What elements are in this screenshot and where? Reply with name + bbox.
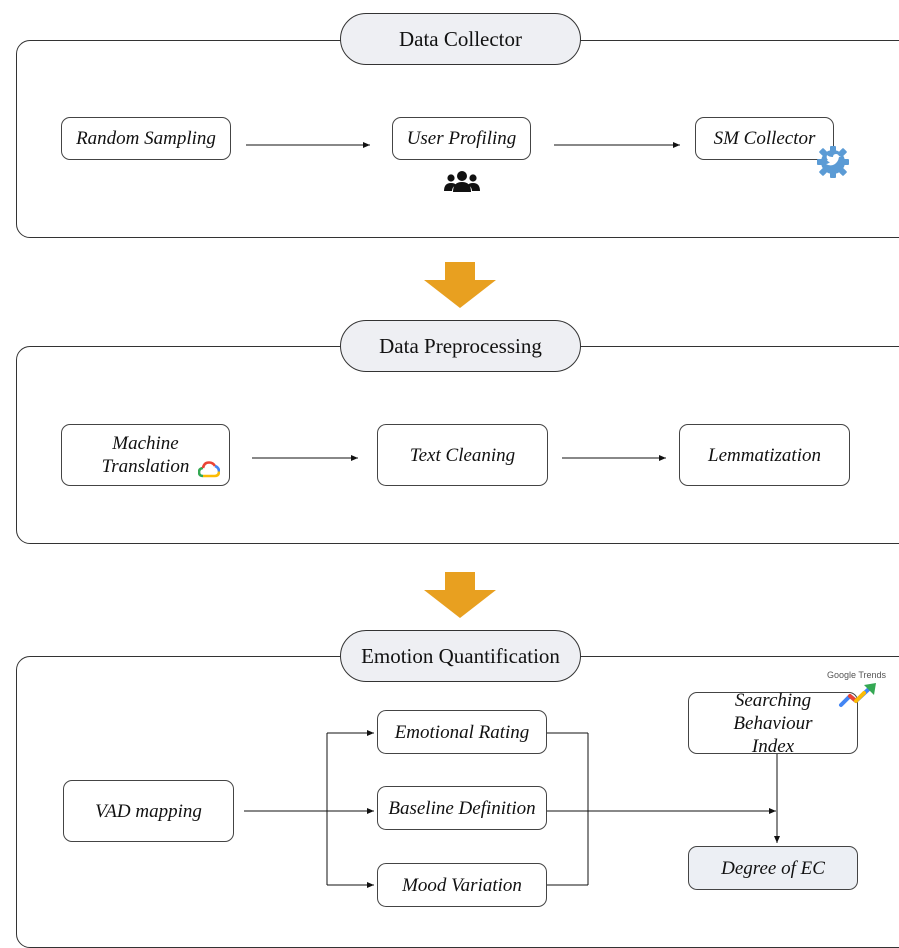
google-trends-icon <box>839 683 876 707</box>
data-preprocessing-title: Data Preprocessing <box>340 320 581 372</box>
google-trends-logo-text: Google Trends <box>827 670 887 680</box>
mood-variation-box: Mood Variation <box>377 863 547 907</box>
random-sampling-box: Random Sampling <box>61 117 231 160</box>
vad-mapping-box: VAD mapping <box>63 780 234 842</box>
google-cloud-icon <box>198 461 220 478</box>
lemmatization-box: Lemmatization <box>679 424 850 486</box>
degree-of-ec-box: Degree of EC <box>688 846 858 890</box>
users-icon <box>444 171 480 192</box>
baseline-definition-box: Baseline Definition <box>377 786 547 830</box>
sm-collector-box: SM Collector <box>695 117 834 160</box>
twitter-gear-icon <box>817 146 849 178</box>
stage-arrow-2 <box>424 572 496 618</box>
stage-arrow-1 <box>424 262 496 308</box>
user-profiling-box: User Profiling <box>392 117 531 160</box>
text-cleaning-box: Text Cleaning <box>377 424 548 486</box>
data-collector-title: Data Collector <box>340 13 581 65</box>
emotional-rating-box: Emotional Rating <box>377 710 547 754</box>
emotion-quantification-title: Emotion Quantification <box>340 630 581 682</box>
searching-behaviour-index-box: Searching Behaviour Index <box>688 690 858 757</box>
connector-lines <box>244 142 780 888</box>
